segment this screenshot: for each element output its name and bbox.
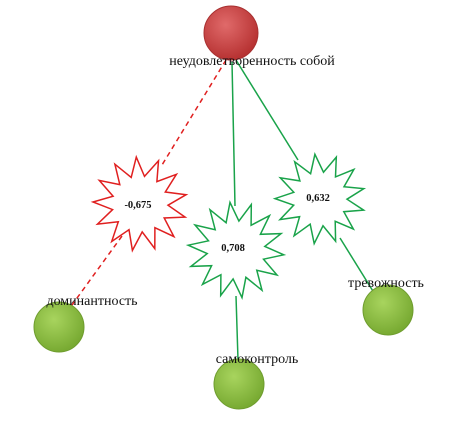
- link-line-dominance-bottom: [63, 235, 123, 317]
- link-line-selfcontrol-top: [231, 61, 236, 207]
- coefficient-label-selfcontrol: 0,708: [221, 243, 245, 254]
- node-label-dominance: доминантность: [46, 294, 137, 309]
- node-circle-selfcontrol: [213, 358, 265, 410]
- center-node-circle: [203, 5, 259, 61]
- coefficient-star-dominance: [90, 154, 189, 253]
- coefficient-label-dominance: -0,675: [124, 200, 151, 211]
- node-label-selfcontrol: самоконтроль: [216, 352, 299, 367]
- node-circle-dominance: [33, 301, 85, 353]
- link-line-dominance-top: [161, 59, 227, 166]
- link-line-anxiety-bottom: [339, 237, 377, 297]
- coefficient-star-selfcontrol: [185, 200, 287, 300]
- center-node-label: неудовлетворенность собой: [169, 54, 335, 69]
- link-line-selfcontrol-bottom: [235, 295, 239, 361]
- coefficient-star-anxiety: [272, 152, 367, 246]
- coefficient-label-anxiety: 0,632: [306, 193, 330, 204]
- node-label-anxiety: тревожность: [348, 276, 424, 291]
- node-circle-anxiety: [362, 284, 414, 336]
- link-line-anxiety-top: [235, 59, 299, 161]
